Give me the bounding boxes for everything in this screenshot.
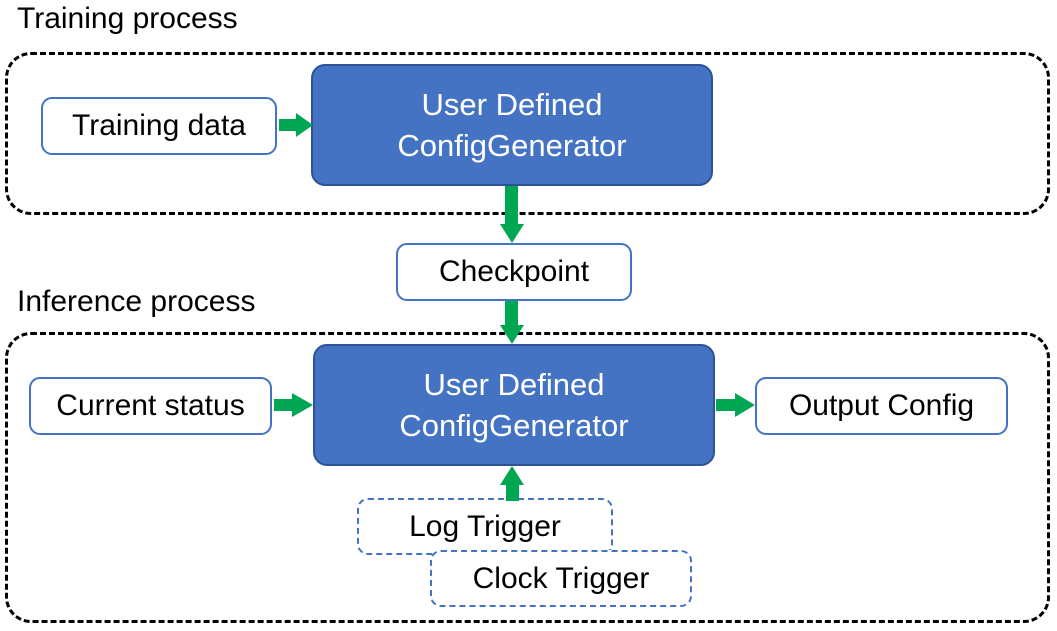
node-checkpoint[interactable]: Checkpoint [396, 243, 632, 301]
node-user-defined-config-generator-inference[interactable]: User Defined ConfigGenerator [313, 344, 715, 466]
node-label-line2: ConfigGenerator [397, 128, 627, 163]
node-user-defined-config-generator-training[interactable]: User Defined ConfigGenerator [311, 64, 713, 186]
process-container-training [5, 52, 1050, 215]
section-title-training: Training process [17, 2, 238, 35]
node-label-line1: User Defined [421, 87, 603, 122]
node-log-trigger[interactable]: Log Trigger [357, 498, 613, 555]
node-training-data[interactable]: Training data [41, 97, 277, 155]
section-title-inference: Inference process [17, 285, 256, 318]
node-clock-trigger[interactable]: Clock Trigger [430, 550, 692, 607]
node-current-status[interactable]: Current status [29, 377, 272, 435]
node-label-line2: ConfigGenerator [399, 408, 629, 443]
node-label-line1: User Defined [423, 367, 605, 402]
node-output-config[interactable]: Output Config [755, 377, 1008, 435]
process-container-inference [5, 332, 1050, 623]
